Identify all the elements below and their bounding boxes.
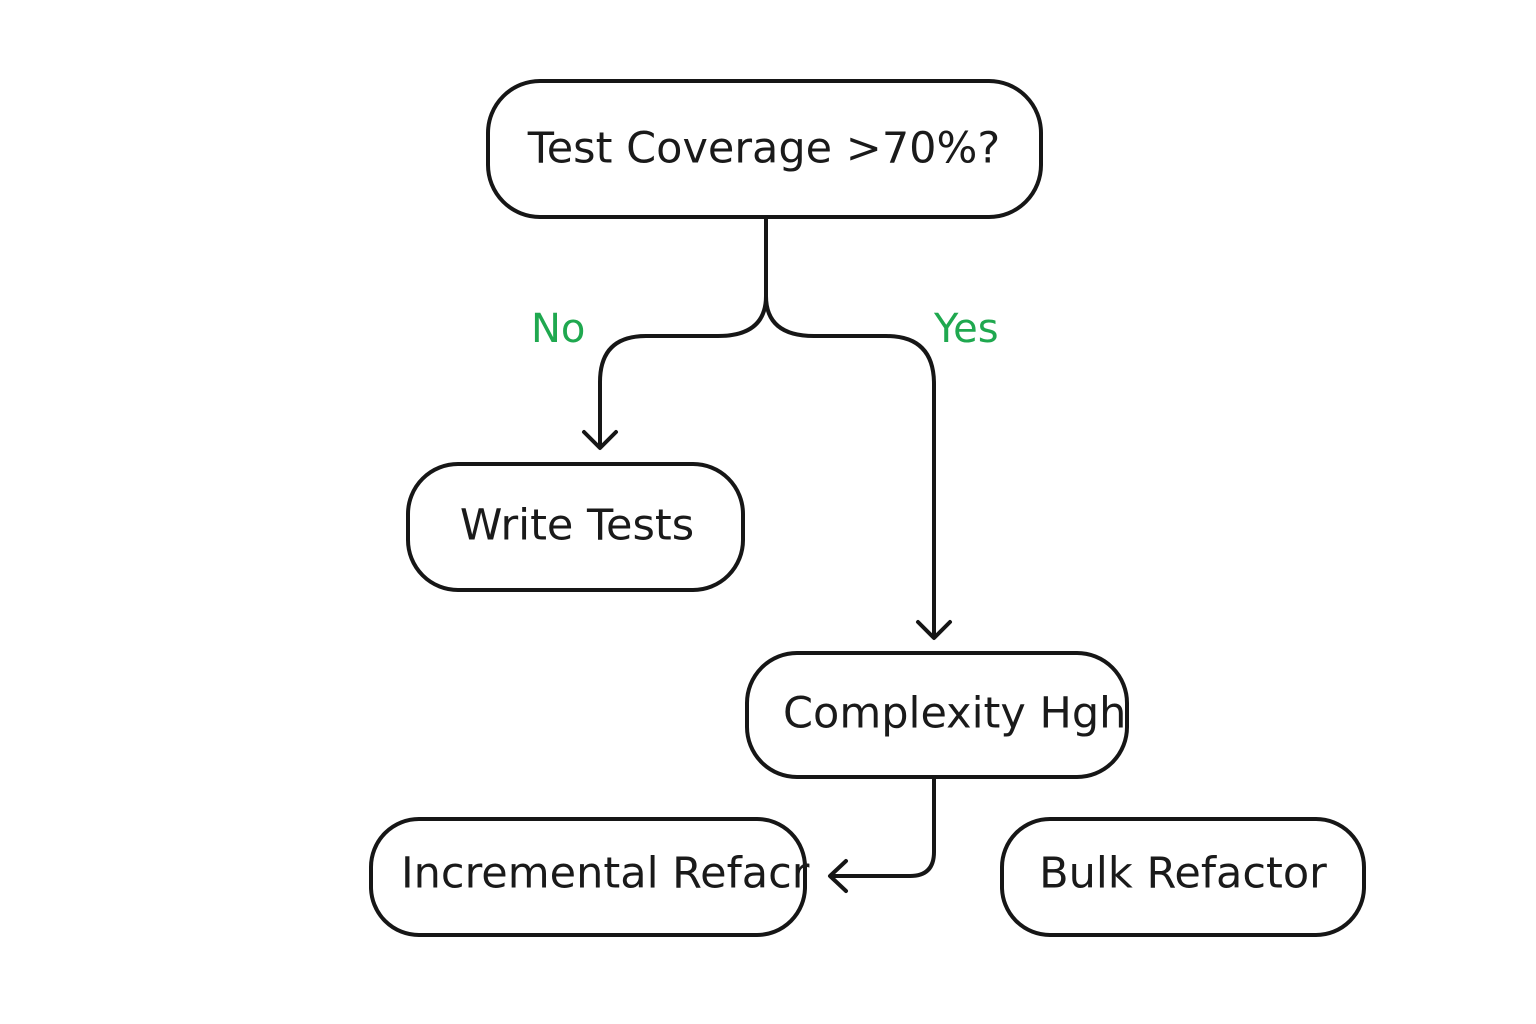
node-test-coverage-label: Test Coverage >70%? xyxy=(527,124,1000,174)
edge-label-no: No xyxy=(531,306,585,352)
node-incremental-refactor: Incremental Refacr xyxy=(369,817,810,937)
connectors xyxy=(582,216,952,893)
connector-yes-branch xyxy=(764,294,936,638)
node-complexity-high: Complexity Hgh xyxy=(745,651,1129,779)
arrowhead-complexity xyxy=(916,620,952,640)
node-complexity-high-label: Complexity Hgh xyxy=(783,689,1126,739)
node-incremental-refactor-label: Incremental Refacr xyxy=(401,849,810,899)
connector-to-incremental xyxy=(830,776,936,878)
node-write-tests: Write Tests xyxy=(406,462,745,592)
arrowhead-incremental xyxy=(828,859,848,893)
node-bulk-refactor: Bulk Refactor xyxy=(1000,817,1366,937)
node-bulk-refactor-label: Bulk Refactor xyxy=(1039,849,1327,899)
connector-no-branch xyxy=(598,294,768,448)
node-write-tests-label: Write Tests xyxy=(460,501,694,551)
node-test-coverage: Test Coverage >70%? xyxy=(486,79,1043,219)
arrowhead-write-tests xyxy=(582,430,618,450)
edge-label-yes: Yes xyxy=(933,306,999,352)
